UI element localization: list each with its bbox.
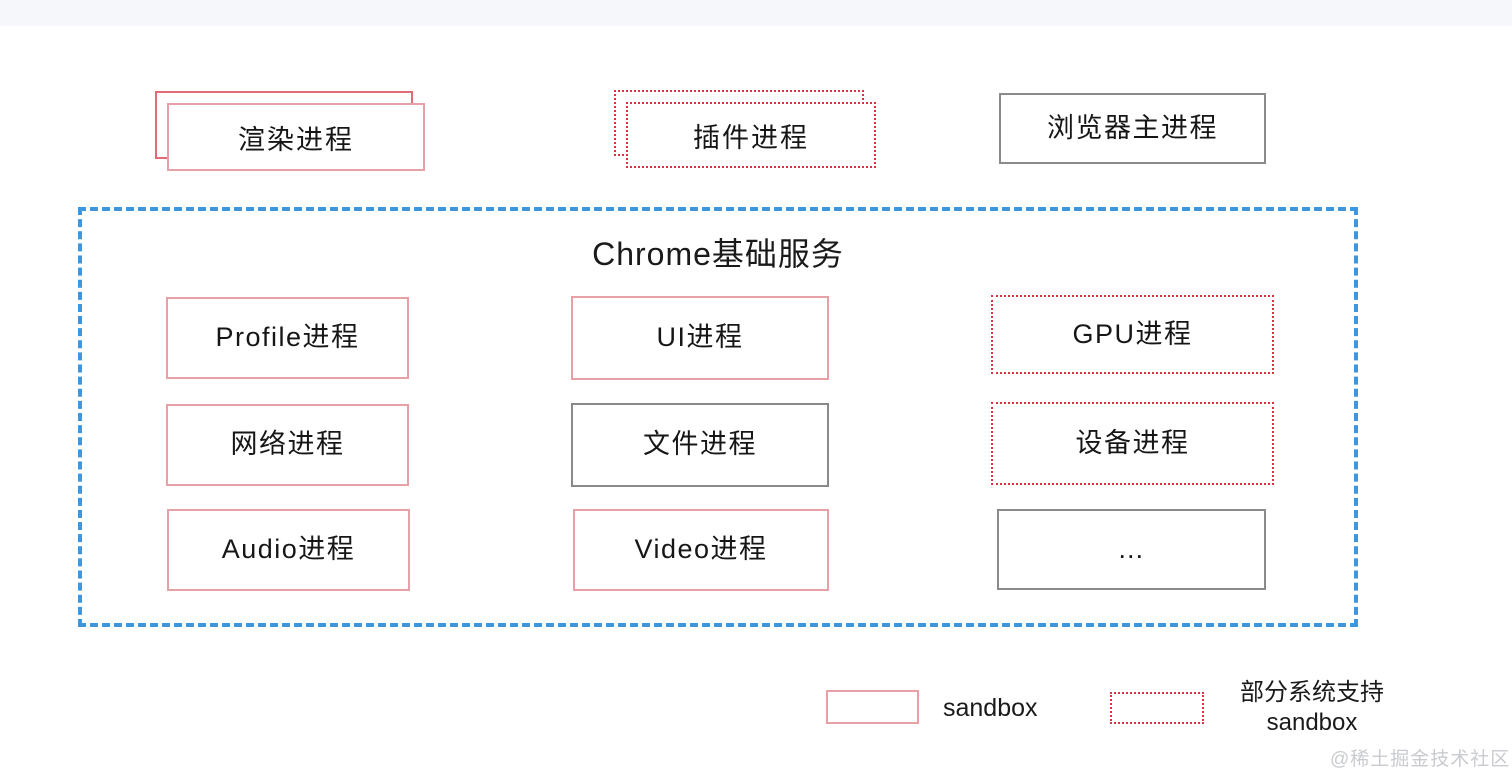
process-label-audio: Audio进程: [221, 534, 356, 565]
legend-label-partial-sandbox-line1: 部分系统支持: [1240, 679, 1384, 706]
plugin-box-front-layer: [626, 102, 876, 168]
process-label-network: 网络进程: [230, 429, 345, 460]
watermark: @稀土掘金技术社区: [1330, 749, 1511, 770]
process-label-plugin: 插件进程: [693, 122, 809, 153]
process-label-render: 渲染进程: [238, 124, 354, 155]
process-box-audio: Audio进程: [167, 509, 410, 591]
legend-swatch-sandbox: [826, 690, 919, 724]
process-label-gpu: GPU进程: [1072, 318, 1193, 349]
process-box-device: 设备进程: [991, 402, 1274, 485]
legend-label-sandbox: sandbox: [943, 694, 1038, 722]
process-box-plugin: 插件进程: [614, 90, 876, 170]
chrome-base-service-title: Chrome基础服务: [592, 236, 844, 272]
chrome-base-service-container: Chrome基础服务: [78, 207, 1358, 627]
legend-swatch-partial-sandbox: [1110, 692, 1204, 724]
process-box-browser-main: 浏览器主进程: [999, 93, 1266, 164]
process-label-ui: UI进程: [656, 322, 744, 353]
process-label-browser-main: 浏览器主进程: [1047, 112, 1218, 143]
process-box-profile: Profile进程: [166, 297, 409, 379]
process-box-more: …: [997, 509, 1266, 590]
process-box-file: 文件进程: [571, 403, 829, 487]
process-label-file: 文件进程: [643, 429, 757, 460]
render-box-front-layer: [167, 103, 425, 171]
process-label-video: Video进程: [634, 534, 768, 565]
process-label-device: 设备进程: [1075, 427, 1190, 458]
process-box-network: 网络进程: [166, 404, 409, 486]
legend-label-partial-sandbox-line2: sandbox: [1266, 709, 1358, 736]
process-label-profile: Profile进程: [215, 322, 360, 353]
top-band: [0, 0, 1512, 26]
legend-label-partial-sandbox: 部分系统支持 sandbox: [1232, 678, 1392, 738]
process-box-render: 渲染进程: [155, 91, 425, 173]
process-box-video: Video进程: [573, 509, 829, 591]
process-label-more: …: [1117, 533, 1146, 564]
process-box-ui: UI进程: [571, 296, 829, 380]
process-box-gpu: GPU进程: [991, 295, 1274, 374]
